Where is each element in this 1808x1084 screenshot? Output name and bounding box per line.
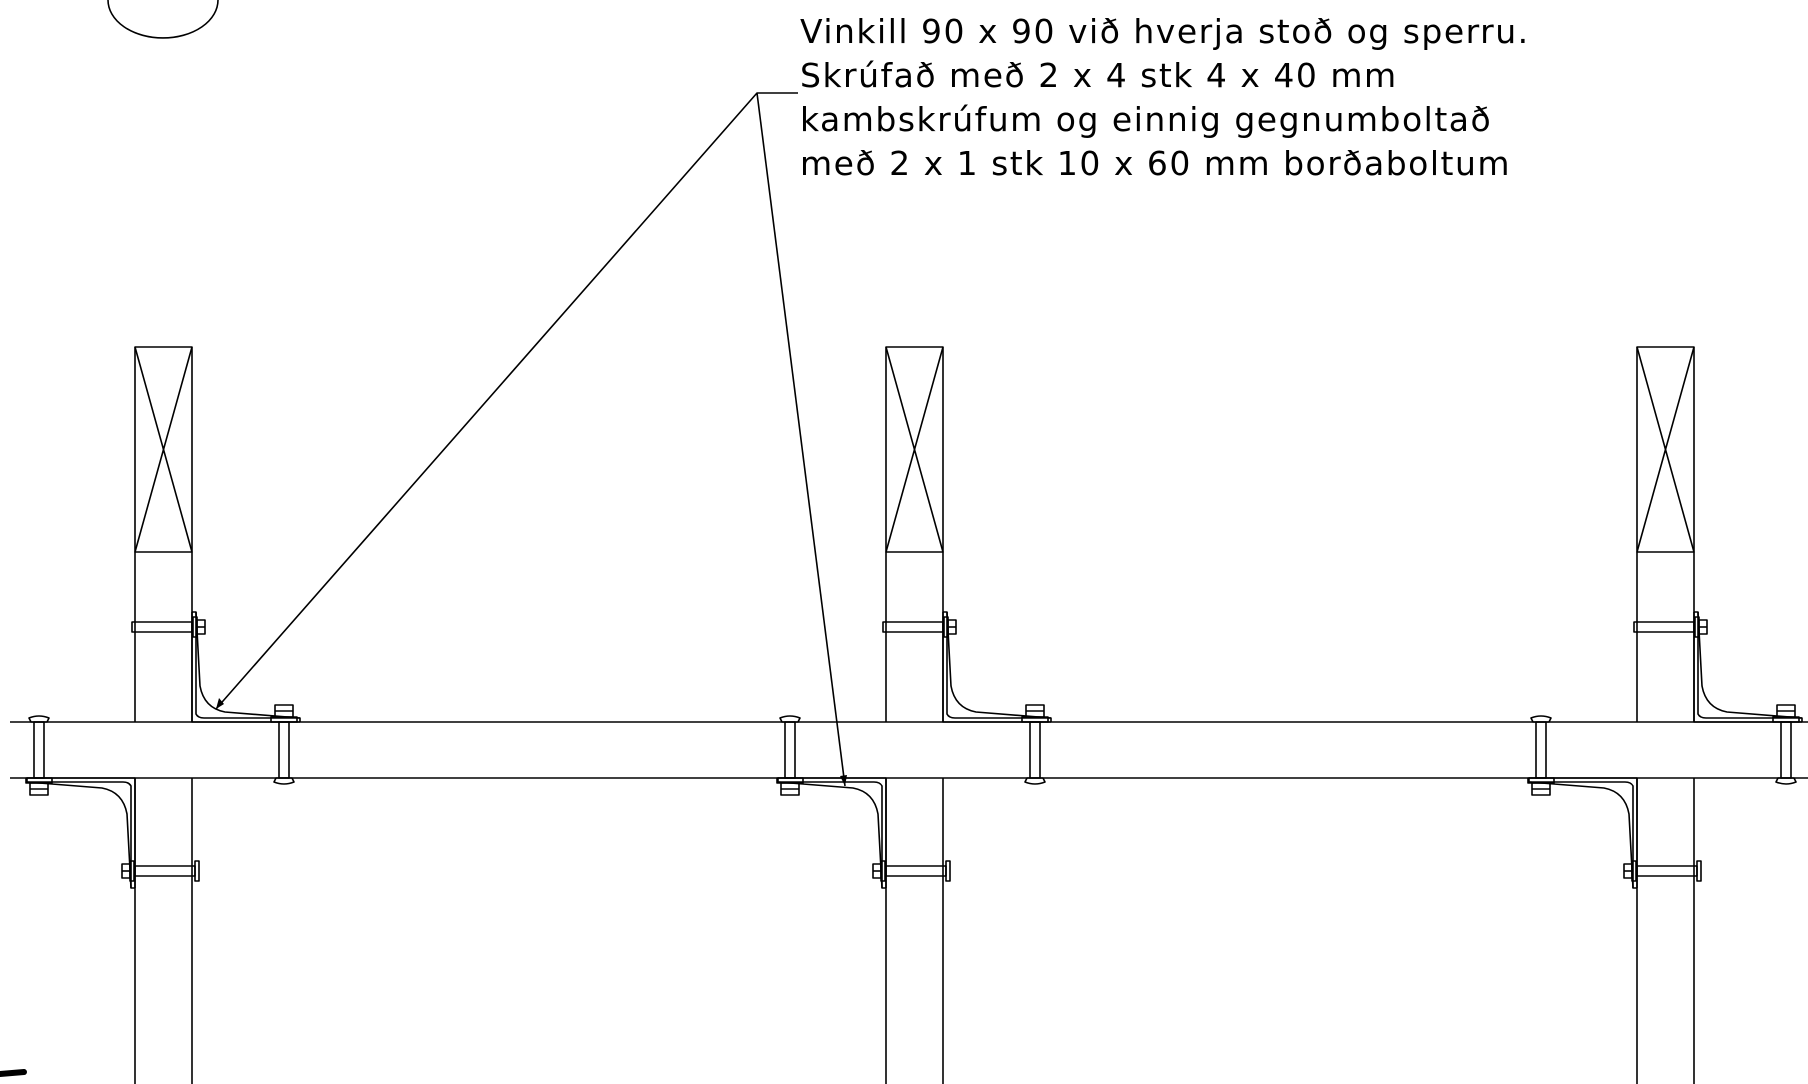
connection-note: Vinkill 90 x 90 við hverja stoð og sperr… bbox=[800, 10, 1530, 186]
angle-bracket-lower-left bbox=[25, 715, 200, 889]
post-middle bbox=[885, 346, 944, 1084]
edge-mark bbox=[0, 1069, 27, 1077]
angle-bracket-lower-middle bbox=[776, 715, 951, 889]
leader-arrowhead-left bbox=[216, 698, 224, 709]
note-line-4: með 2 x 1 stk 10 x 60 mm borðaboltum bbox=[800, 144, 1512, 183]
note-line-1: Vinkill 90 x 90 við hverja stoð og sperr… bbox=[800, 12, 1530, 51]
angle-bracket-lower-right bbox=[1527, 715, 1702, 889]
angle-bracket-upper-middle bbox=[882, 611, 1052, 785]
angle-bracket-upper-right bbox=[1633, 611, 1803, 785]
detail-callout-circle bbox=[107, 0, 219, 39]
post-left bbox=[134, 346, 193, 1084]
leader-arrowhead-middle bbox=[840, 775, 847, 786]
post-right bbox=[1636, 346, 1695, 1084]
angle-bracket-upper-left bbox=[131, 611, 301, 785]
leader-lines bbox=[215, 92, 846, 787]
note-line-3: kambskrúfum og einnig gegnumboltað bbox=[800, 100, 1493, 139]
note-line-2: Skrúfað með 2 x 4 stk 4 x 40 mm bbox=[800, 56, 1398, 95]
